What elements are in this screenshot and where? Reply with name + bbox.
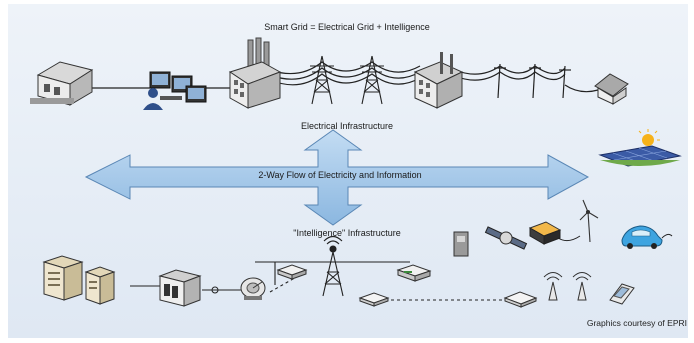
router-icon bbox=[358, 292, 390, 307]
data-center-icon bbox=[30, 61, 94, 106]
electrical-infrastructure-label: Electrical Infrastructure bbox=[300, 121, 394, 131]
server-icon bbox=[84, 266, 116, 305]
utility-pole-icon bbox=[494, 63, 571, 99]
comm-link-dashed bbox=[269, 274, 505, 301]
control-cabinet-icon bbox=[158, 269, 219, 307]
satellite-dish-icon bbox=[240, 277, 266, 300]
wireless-sensor-icon bbox=[543, 272, 563, 301]
communication-tower-icon bbox=[322, 235, 344, 297]
substation-icon bbox=[413, 52, 464, 109]
house-icon bbox=[594, 73, 629, 105]
router-icon bbox=[276, 264, 308, 280]
electric-car-icon bbox=[621, 225, 673, 249]
smart-meter-icon bbox=[609, 283, 635, 305]
two-way-flow-arrow bbox=[84, 129, 590, 226]
control-room-computers-icon bbox=[149, 71, 207, 103]
solar-panel-icon bbox=[598, 129, 682, 167]
transmission-tower-icon bbox=[360, 55, 384, 105]
router-icon bbox=[503, 291, 538, 308]
wireless-sensor-icon bbox=[572, 272, 592, 301]
diagram-title: Smart Grid = Electrical Grid + Intellige… bbox=[264, 22, 430, 32]
credit-caption: Graphics courtesy of EPRI bbox=[586, 318, 687, 328]
router-icon bbox=[396, 264, 432, 282]
two-way-flow-label: 2-Way Flow of Electricity and Informatio… bbox=[258, 170, 422, 180]
battery-storage-icon bbox=[528, 221, 581, 245]
user-icon bbox=[143, 88, 163, 110]
transmission-tower-icon bbox=[310, 55, 334, 105]
wind-turbine-icon bbox=[579, 199, 599, 243]
meter-box-icon bbox=[453, 231, 469, 257]
power-plant-icon bbox=[228, 37, 282, 109]
server-icon bbox=[42, 255, 84, 301]
power-line bbox=[90, 61, 599, 93]
intelligence-infrastructure-label: "Intelligence" Infrastructure bbox=[293, 228, 401, 238]
satellite-icon bbox=[484, 226, 528, 250]
